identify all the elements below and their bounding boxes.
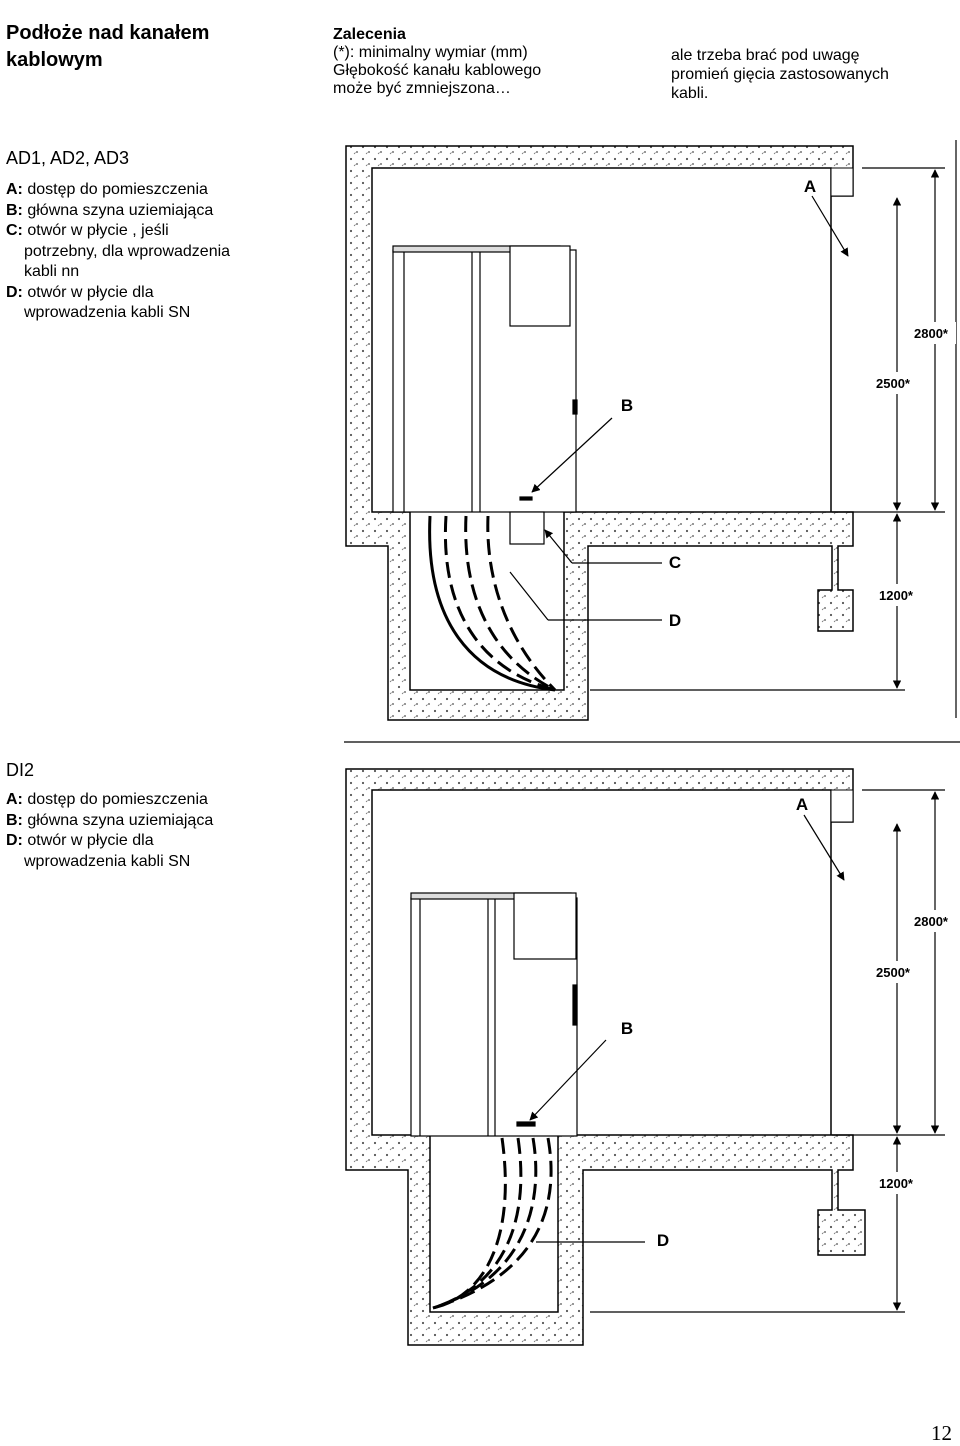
leader-lines	[509, 195, 849, 621]
note-block: ale trzeba brać pod uwagę promień gięcia…	[671, 46, 960, 103]
legend-item-b: B: główna szyna uziemiająca	[6, 811, 214, 829]
recommendations-block: Zalecenia (*): minimalny wymiar (mm) Głę…	[333, 26, 633, 98]
switchgear-cabinet	[410, 892, 578, 1137]
note-line3: kabli.	[671, 85, 709, 102]
diagram-ad: A B C D 2800* 2500* 1200*	[345, 140, 957, 721]
dim-2500: 2500*	[876, 376, 911, 391]
door-opening	[830, 789, 854, 823]
page-title: Podłoże nad kanałem kablowym	[6, 20, 286, 74]
legend-item-d: D: otwór w płycie dla wprowadzenia kabli…	[6, 283, 191, 322]
page-number: 12	[931, 1421, 952, 1445]
page-title-line2: kablowym	[6, 49, 103, 71]
dim-2500: 2500*	[876, 965, 911, 980]
recommendations-star: (*): minimalny wymiar (mm)	[333, 44, 528, 61]
section-ad-legend: A: dostęp do pomieszczenia B: główna szy…	[6, 180, 316, 324]
diagram-di: A B D 2800* 2500* 1200*	[345, 768, 956, 1346]
leader-lines	[529, 814, 845, 1243]
legend-item-c: C: otwór w płycie , jeśli potrzebny, dla…	[6, 222, 231, 280]
recommendations-title: Zalecenia	[333, 26, 406, 43]
label-d: D	[669, 611, 681, 630]
concrete-structure	[345, 145, 854, 721]
label-b: B	[621, 396, 633, 415]
legend-item-a: A: dostęp do pomieszczenia	[6, 181, 208, 198]
dim-2800: 2800*	[914, 326, 949, 341]
dimension-lines	[590, 789, 945, 1313]
dim-1200: 1200*	[879, 588, 914, 603]
recommendations-line2: Głębokość kanału kablowego	[333, 62, 542, 79]
dim-2800: 2800*	[914, 914, 949, 929]
note-line1: ale trzeba brać pod uwagę	[671, 47, 860, 64]
label-a: A	[796, 795, 808, 814]
dim-1200: 1200*	[879, 1176, 914, 1191]
concrete-structure	[345, 768, 866, 1346]
page-title-line1: Podłoże nad kanałem	[6, 22, 210, 44]
section-di-legend: A: dostęp do pomieszczenia B: główna szy…	[6, 790, 316, 872]
section-ad-title: AD1, AD2, AD3	[6, 148, 130, 168]
door-opening	[830, 167, 854, 197]
switchgear-cabinet	[392, 245, 578, 545]
section-di-title: DI2	[6, 760, 35, 780]
label-d: D	[657, 1231, 669, 1250]
legend-item-b: B: główna szyna uziemiająca	[6, 201, 214, 219]
dimension-lines	[590, 140, 957, 718]
label-a: A	[804, 177, 816, 196]
label-b: B	[621, 1019, 633, 1038]
label-c: C	[669, 553, 681, 572]
recommendations-line3: może być zmniejszona…	[333, 80, 511, 97]
legend-item-a: A: dostęp do pomieszczenia	[6, 791, 208, 808]
cables	[432, 1137, 553, 1310]
legend-item-d: D: otwór w płycie dla wprowadzenia kabli…	[6, 832, 191, 870]
cables	[428, 515, 557, 692]
note-line2: promień gięcia zastosowanych	[671, 66, 889, 83]
